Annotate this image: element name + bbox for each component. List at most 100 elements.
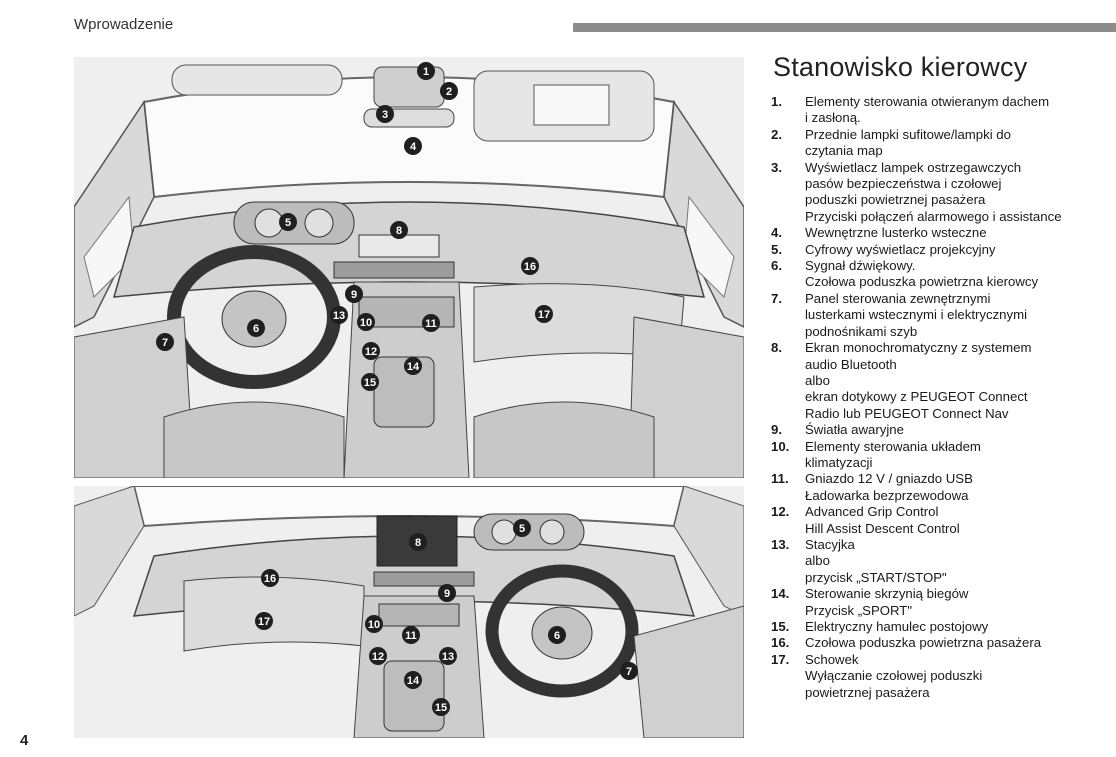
svg-text:9: 9 <box>444 588 450 600</box>
callout-16: 16 <box>521 257 539 275</box>
svg-text:12: 12 <box>372 651 384 663</box>
svg-text:6: 6 <box>253 323 259 335</box>
legend-number: 6. <box>771 258 782 274</box>
legend-text: Przednie lampki sufitowe/lampki do <box>805 126 1011 142</box>
callout-8: 8 <box>390 221 408 239</box>
legend-text: Wyświetlacz lampek ostrzegawczych <box>805 159 1022 175</box>
legend-text: Wewnętrzne lusterko wsteczne <box>805 225 987 241</box>
callout-11: 11 <box>402 626 420 644</box>
svg-text:6: 6 <box>554 630 560 642</box>
callout-9: 9 <box>345 285 363 303</box>
svg-text:5: 5 <box>285 217 291 229</box>
page-number: 4 <box>20 732 29 749</box>
svg-text:2: 2 <box>446 86 452 98</box>
legend-text: Panel sterowania zewnętrznymi <box>805 290 991 306</box>
legend-number: 8. <box>771 340 782 356</box>
legend-text: Światła awaryjne <box>805 422 904 438</box>
callout-4: 4 <box>404 137 422 155</box>
callout-13: 13 <box>439 647 457 665</box>
legend-number: 10. <box>771 438 790 454</box>
svg-text:15: 15 <box>435 702 447 714</box>
callout-6: 6 <box>548 626 566 644</box>
cockpit-illustration-rhd: 5 6 7 8 9 10 11 12 13 14 15 16 17 <box>74 486 744 738</box>
header-bar <box>573 23 1116 32</box>
svg-text:16: 16 <box>264 573 276 585</box>
legend-text: albo <box>805 553 830 569</box>
legend-number: 7. <box>771 290 782 306</box>
svg-text:4: 4 <box>410 141 417 153</box>
legend-text: Advanced Grip Control <box>805 504 939 520</box>
svg-text:13: 13 <box>333 310 345 322</box>
legend-text: poduszki powietrznej pasażera <box>805 192 986 208</box>
legend-item: 15.Elektryczny hamulec postojowy <box>771 619 1113 635</box>
callout-2: 2 <box>440 82 458 100</box>
svg-text:7: 7 <box>162 337 168 349</box>
legend-text: Stacyjka <box>805 536 855 552</box>
svg-text:7: 7 <box>626 666 632 678</box>
svg-text:17: 17 <box>538 309 550 321</box>
legend-number: 16. <box>771 635 790 651</box>
legend-item: 16. Czołowa poduszka powietrzna pasażera <box>771 635 1113 651</box>
legend-text: Przyciski połączeń alarmowego i assistan… <box>805 208 1062 224</box>
legend-number: 13. <box>771 536 790 552</box>
callout-15: 15 <box>361 373 379 391</box>
legend-text: Radio lub PEUGEOT Connect Nav <box>805 405 1009 421</box>
callout-7: 7 <box>156 333 174 351</box>
svg-text:15: 15 <box>364 377 376 389</box>
svg-text:8: 8 <box>415 537 421 549</box>
svg-text:3: 3 <box>382 109 388 121</box>
legend-text: albo <box>805 372 830 388</box>
legend-number: 14. <box>771 586 790 602</box>
callout-17: 17 <box>255 612 273 630</box>
legend-text: podnośnikami szyb <box>805 323 918 339</box>
legend-text: Elektryczny hamulec postojowy <box>805 619 989 634</box>
legend-text: Gniazdo 12 V / gniazdo USB <box>805 471 973 487</box>
legend-text: czytania map <box>805 143 883 159</box>
legend-text: powietrznej pasażera <box>805 684 930 700</box>
legend-text: pasów bezpieczeństwa i czołowej <box>805 176 1002 192</box>
legend-text: przycisk „START/STOP" <box>805 569 947 585</box>
legend-number: 11. <box>771 471 789 487</box>
callout-5: 5 <box>279 213 297 231</box>
page-title: Stanowisko kierowcy <box>773 52 1028 82</box>
svg-text:14: 14 <box>407 361 420 373</box>
legend-text: Schowek <box>805 651 859 667</box>
callout-16: 16 <box>261 569 279 587</box>
svg-text:9: 9 <box>351 289 357 301</box>
legend-text: Czołowa poduszka powietrzna pasażera <box>805 635 1042 651</box>
legend-text: Sygnał dźwiękowy. <box>805 258 916 274</box>
legend-text: Elementy sterowania otwieranym dachem <box>805 94 1050 109</box>
legend-text: audio Bluetooth <box>805 356 897 372</box>
svg-text:11: 11 <box>405 630 417 642</box>
legend-text: Czołowa poduszka powietrzna kierowcy <box>805 274 1039 290</box>
svg-text:10: 10 <box>368 619 380 631</box>
callout-15: 15 <box>432 698 450 716</box>
callout-12: 12 <box>362 342 380 360</box>
legend-text: Elementy sterowania układem <box>805 438 981 454</box>
callout-10: 10 <box>365 615 383 633</box>
legend-text: Hill Assist Descent Control <box>805 520 960 536</box>
legend-item: 5.Cyfrowy wyświetlacz projekcyjny <box>771 242 1113 258</box>
legend-text: Ekran monochromatyczny z systemem <box>805 340 1032 356</box>
callout-14: 14 <box>404 671 422 689</box>
callout-9: 9 <box>438 584 456 602</box>
callout-14: 14 <box>404 357 422 375</box>
callout-8: 8 <box>409 533 427 551</box>
callout-6: 6 <box>247 319 265 337</box>
legend-number: 3. <box>771 159 782 175</box>
cockpit-illustration-lhd: 1 2 3 4 5 6 7 8 9 10 11 12 13 14 15 16 1… <box>74 57 744 478</box>
section-header: Wprowadzenie <box>74 16 174 33</box>
callout-13: 13 <box>330 306 348 324</box>
legend-item: 6. Sygnał dźwiękowy.Czołowa poduszka powi… <box>771 258 1113 291</box>
legend-number: 12. <box>771 504 790 520</box>
